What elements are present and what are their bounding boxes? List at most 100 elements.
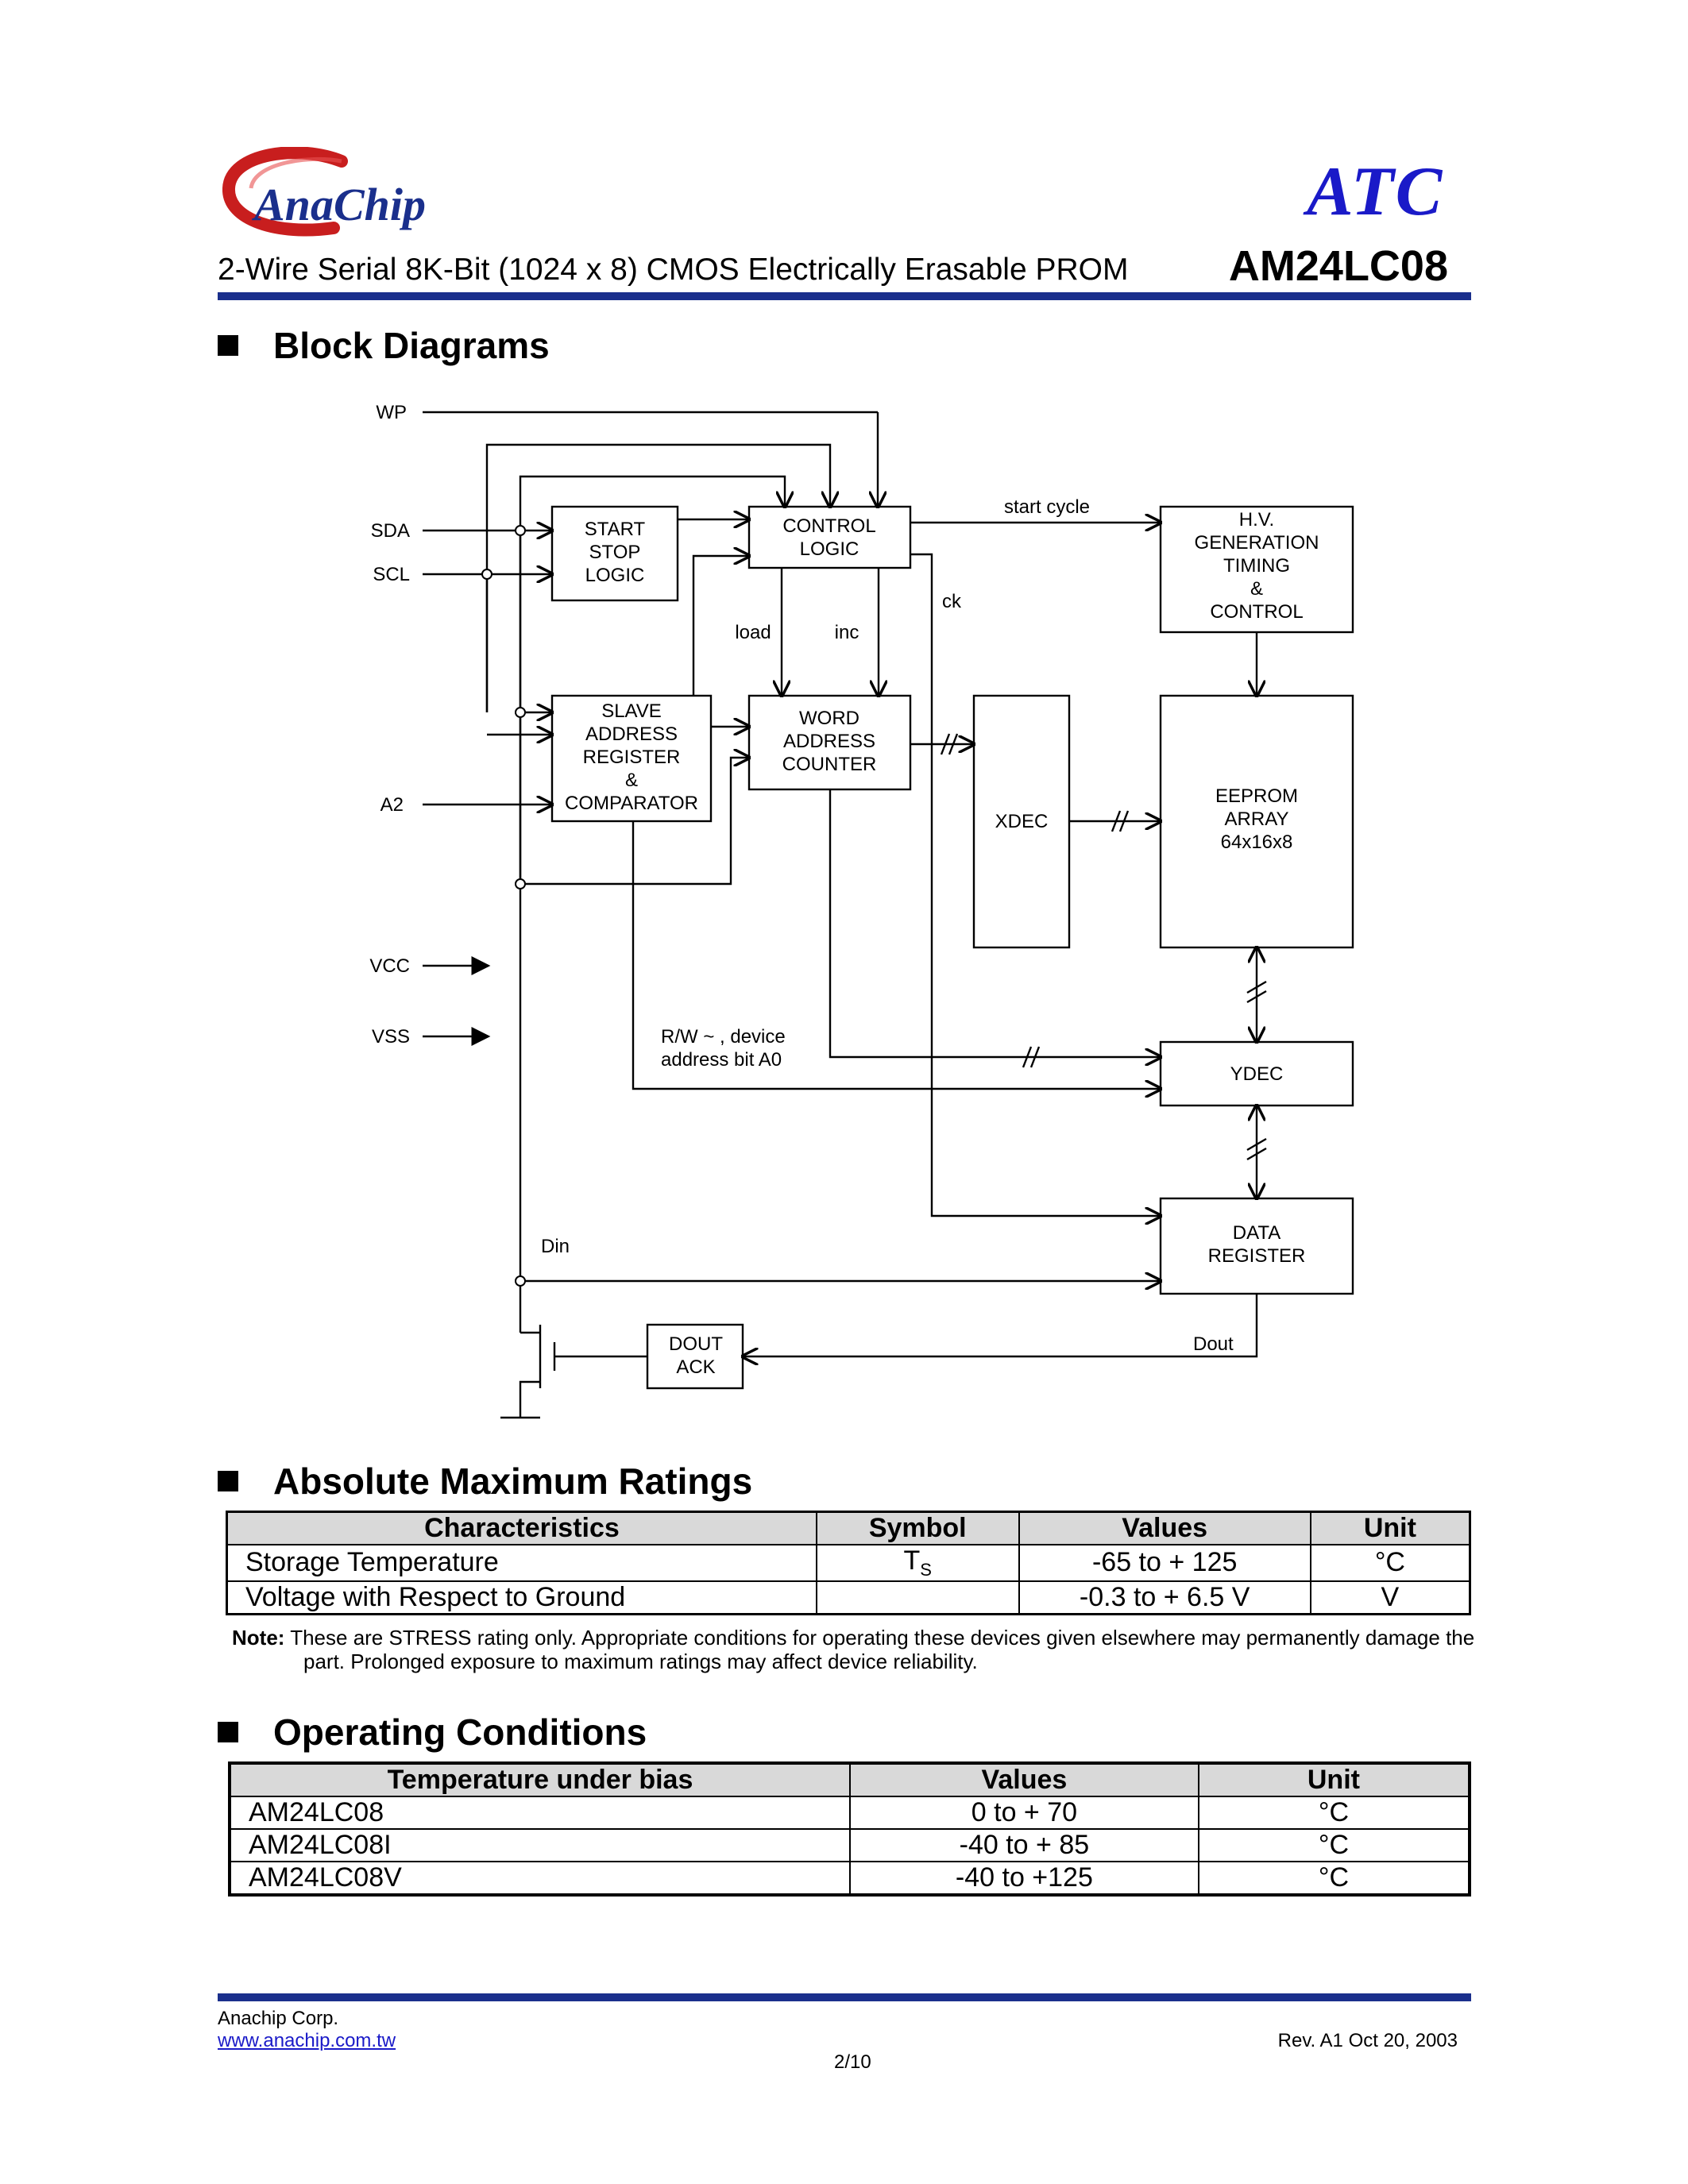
bullet-square-icon — [218, 1471, 238, 1491]
footer-revision: Rev. A1 Oct 20, 2003 — [1277, 2030, 1458, 2051]
section-heading-block-diagrams: Block Diagrams — [218, 327, 550, 364]
characteristic-cell: Voltage with Respect to Ground — [226, 1580, 817, 1615]
section-title: Block Diagrams — [273, 325, 550, 366]
pin-scl: SCL — [373, 564, 410, 585]
block-label: LOGIC — [800, 538, 859, 560]
symbol-cell — [815, 1580, 1020, 1615]
block-label: 64x16x8 — [1221, 832, 1293, 853]
logo-text: AnaChip — [252, 179, 426, 230]
control-logic-block — [747, 505, 912, 569]
column-header: Characteristics — [226, 1511, 817, 1545]
block-label: STOP — [589, 542, 641, 563]
table-row: AM24LC08 0 to + 70 °C — [229, 1796, 1471, 1830]
values-cell: -40 to +125 — [848, 1861, 1199, 1896]
signal-label: Dout — [1193, 1333, 1234, 1355]
section-heading-operating-conditions: Operating Conditions — [218, 1714, 647, 1750]
block-label: LOGIC — [585, 565, 645, 586]
block-label: XDEC — [995, 811, 1049, 832]
column-header: Symbol — [815, 1511, 1020, 1545]
block-label: H.V. — [1239, 509, 1274, 531]
block-label: ACK — [676, 1356, 715, 1378]
table-row: AM24LC08I -40 to + 85 °C — [229, 1828, 1471, 1862]
table-header-row: Temperature under bias Values Unit — [229, 1762, 1471, 1797]
note-text: part. Prolonged exposure to maximum rati… — [303, 1650, 978, 1673]
signal-label: ck — [942, 591, 962, 612]
column-header: Temperature under bias — [229, 1762, 851, 1797]
footer-website-link[interactable]: www.anachip.com.tw — [218, 2030, 396, 2051]
eeprom-array-block — [1159, 694, 1354, 949]
part-number: AM24LC08 — [1228, 242, 1448, 290]
block-label: & — [1250, 578, 1263, 600]
xdec-block — [972, 694, 1071, 949]
bullet-square-icon — [218, 1722, 238, 1742]
unit-cell: °C — [1197, 1828, 1471, 1862]
part-cell: AM24LC08V — [229, 1861, 851, 1896]
dout-ack-block — [646, 1323, 744, 1390]
block-label: START — [585, 519, 646, 540]
table-row: Storage Temperature TS -65 to + 125 °C — [226, 1544, 1471, 1582]
values-cell: -65 to + 125 — [1018, 1544, 1311, 1582]
anachip-logo: AnaChip — [222, 147, 426, 237]
start-stop-logic-block — [550, 505, 679, 602]
data-register-block — [1159, 1197, 1354, 1295]
column-header: Values — [848, 1762, 1199, 1797]
pin-a2: A2 — [380, 794, 404, 816]
values-cell: -40 to + 85 — [848, 1828, 1199, 1862]
unit-cell: V — [1309, 1580, 1471, 1615]
document-title: 2-Wire Serial 8K-Bit (1024 x 8) CMOS Ele… — [218, 253, 1129, 287]
values-cell: 0 to + 70 — [848, 1796, 1199, 1830]
pin-wp: WP — [376, 402, 407, 423]
bullet-square-icon — [218, 335, 238, 356]
pin-vcc: VCC — [369, 955, 410, 977]
signal-label: inc — [835, 622, 859, 643]
signal-label: R/W ~ , device — [661, 1026, 786, 1048]
ratings-note: Note: These are STRESS rating only. Appr… — [232, 1626, 1487, 1673]
column-header: Unit — [1197, 1762, 1471, 1797]
block-label: SLAVE — [601, 700, 662, 722]
characteristic-cell: Storage Temperature — [226, 1544, 817, 1582]
section-title: Absolute Maximum Ratings — [273, 1461, 753, 1502]
footer-company: Anachip Corp. — [218, 2008, 339, 2029]
operating-conditions-table: Temperature under bias Values Unit AM24L… — [228, 1761, 1471, 1897]
block-label: REGISTER — [583, 747, 681, 768]
column-header: Unit — [1309, 1511, 1471, 1545]
page-number: 2/10 — [834, 2051, 871, 2073]
absolute-maximum-ratings-table: Characteristics Symbol Values Unit Stora… — [226, 1511, 1471, 1615]
values-cell: -0.3 to + 6.5 V — [1018, 1580, 1311, 1615]
unit-cell: °C — [1197, 1861, 1471, 1896]
section-heading-absolute-maximum-ratings: Absolute Maximum Ratings — [218, 1463, 752, 1499]
block-label: & — [625, 770, 638, 791]
block-label: COMPARATOR — [565, 793, 698, 814]
block-label: ARRAY — [1225, 808, 1289, 830]
column-header: Values — [1018, 1511, 1311, 1545]
block-label: CONTROL — [782, 515, 875, 537]
signal-label: load — [735, 622, 771, 643]
header-rule — [218, 292, 1471, 300]
block-label: EEPROM — [1215, 785, 1298, 807]
block-label: COUNTER — [782, 754, 877, 775]
block-label: DOUT — [669, 1333, 723, 1355]
block-label: ADDRESS — [783, 731, 875, 752]
table-row: Voltage with Respect to Ground -0.3 to +… — [226, 1580, 1471, 1615]
signal-label: Din — [541, 1236, 570, 1257]
table-row: AM24LC08V -40 to +125 °C — [229, 1861, 1471, 1896]
block-label: REGISTER — [1208, 1245, 1306, 1267]
signal-label: address bit A0 — [661, 1049, 782, 1071]
block-label: TIMING — [1223, 555, 1290, 577]
block-label: DATA — [1233, 1222, 1280, 1244]
table-header-row: Characteristics Symbol Values Unit — [226, 1511, 1471, 1545]
block-label: ADDRESS — [585, 723, 678, 745]
atc-brand: ATC — [1307, 153, 1444, 230]
pin-sda: SDA — [371, 520, 410, 542]
ydec-block — [1159, 1040, 1354, 1107]
block-label: GENERATION — [1195, 532, 1319, 554]
word-address-counter-block — [747, 694, 912, 791]
symbol-cell: TS — [815, 1544, 1020, 1582]
pin-vss: VSS — [372, 1026, 410, 1048]
signal-label: start cycle — [1004, 496, 1090, 518]
note-text: These are STRESS rating only. Appropriat… — [290, 1626, 1475, 1650]
part-cell: AM24LC08 — [229, 1796, 851, 1830]
unit-cell: °C — [1309, 1544, 1471, 1582]
block-label: CONTROL — [1210, 601, 1303, 623]
part-cell: AM24LC08I — [229, 1828, 851, 1862]
